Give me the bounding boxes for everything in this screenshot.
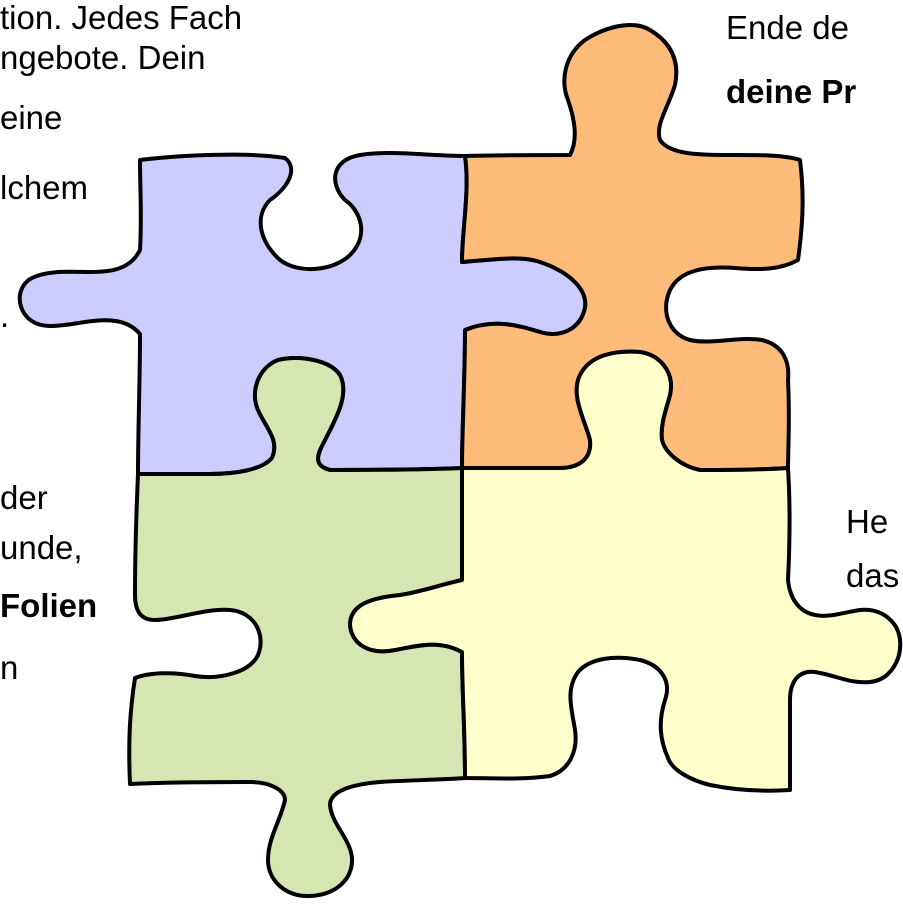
puzzle-illustration [0,0,903,914]
